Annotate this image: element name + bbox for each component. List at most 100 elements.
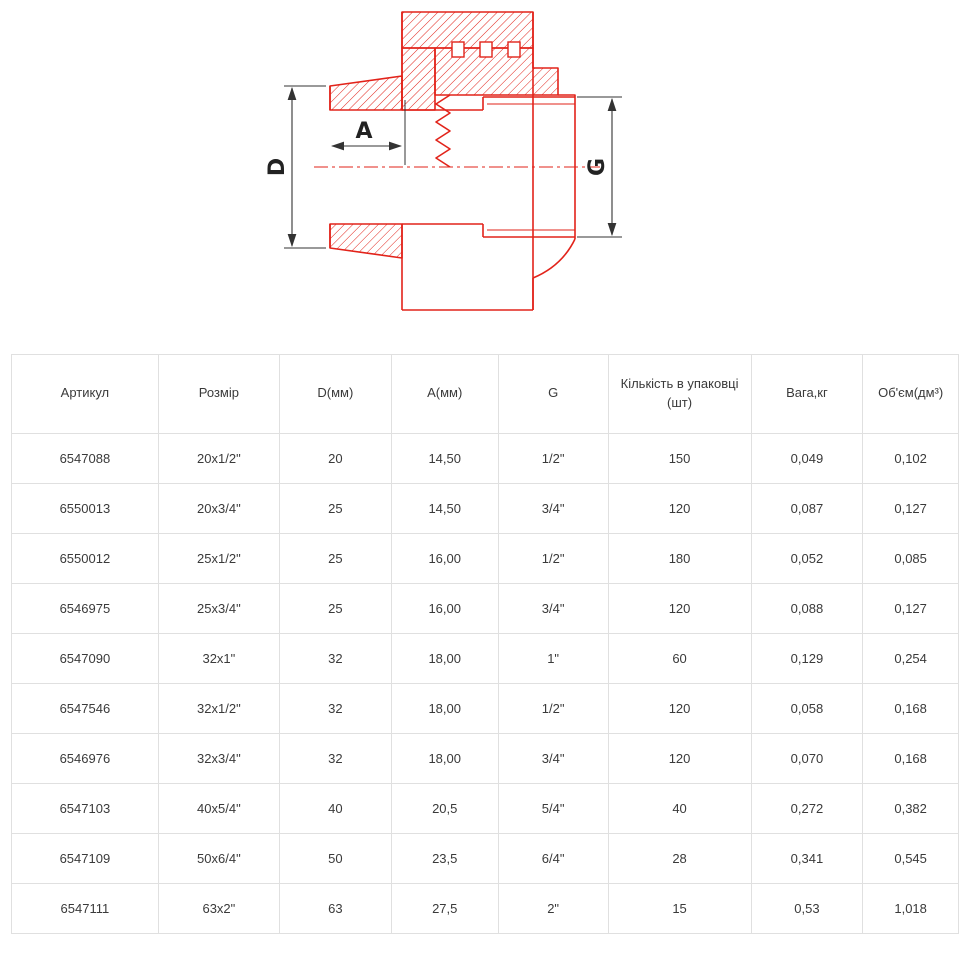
table-cell: 2" — [497, 882, 609, 934]
insert-notch — [451, 41, 465, 58]
table-cell: 32 — [278, 682, 392, 734]
table-cell: 32x1/2" — [157, 682, 280, 734]
table-cell: 16,00 — [390, 582, 499, 634]
table-cell: 23,5 — [390, 832, 499, 884]
table-cell: 18,00 — [390, 682, 499, 734]
table-cell: 40 — [607, 782, 752, 834]
table-cell: 120 — [607, 582, 752, 634]
table-cell: 0,052 — [750, 532, 864, 584]
table-cell: 0,254 — [862, 632, 959, 684]
table-cell: 5/4" — [497, 782, 609, 834]
table-cell: 6547109 — [11, 832, 159, 884]
table-cell: 0,53 — [750, 882, 864, 934]
table-cell: 1" — [497, 632, 609, 684]
table-cell: 1/2" — [497, 432, 609, 484]
table-cell: 0,102 — [862, 432, 959, 484]
table-cell: 6546975 — [11, 582, 159, 634]
hex-right-face — [558, 94, 576, 239]
table-cell: 0,545 — [862, 832, 959, 884]
socket-bore-lines — [402, 109, 483, 225]
thread-root-lines — [487, 103, 575, 231]
table-cell: 0,272 — [750, 782, 864, 834]
fitting-outline — [314, 11, 600, 311]
table-cell: 1,018 — [862, 882, 959, 934]
table-cell: 120 — [607, 482, 752, 534]
insert-notch — [507, 41, 521, 58]
table-cell: 6550013 — [11, 482, 159, 534]
table-cell: 25 — [278, 482, 392, 534]
table-cell: 16,00 — [390, 532, 499, 584]
dimension-label-g: G — [585, 158, 610, 176]
table-cell: 20x1/2" — [157, 432, 280, 484]
spec-table: Артикул Розмір D(мм) A(мм) G Кількість в… — [11, 354, 959, 934]
socket-top-wall-section — [329, 75, 403, 111]
table-cell: 3/4" — [497, 482, 609, 534]
table-cell: 50х6/4" — [157, 832, 280, 884]
dimension-label-d: D — [265, 158, 290, 176]
column-header-d-mm: D(мм) — [278, 354, 392, 434]
table-cell: 20,5 — [390, 782, 499, 834]
table-cell: 20x3/4" — [157, 482, 280, 534]
table-cell: 40x5/4" — [157, 782, 280, 834]
column-header-weight: Вага,кг — [750, 354, 864, 434]
column-header-g: G — [497, 354, 609, 434]
thread-crest-lines — [482, 96, 575, 238]
table-cell: 0,341 — [750, 832, 864, 884]
table-cell: 0,085 — [862, 532, 959, 584]
table-cell: 0,088 — [750, 582, 864, 634]
table-cell: 1/2" — [497, 532, 609, 584]
table-cell: 18,00 — [390, 732, 499, 784]
table-cell: 0,129 — [750, 632, 864, 684]
fitting-drawing-svg: D A G — [265, 11, 622, 311]
table-cell: 25 — [278, 532, 392, 584]
table-cell: 14,50 — [390, 482, 499, 534]
table-cell: 120 — [607, 732, 752, 784]
table-cell: 6550012 — [11, 532, 159, 584]
table-cell: 6/4" — [497, 832, 609, 884]
table-cell: 18,00 — [390, 632, 499, 684]
table-cell: 32x3/4" — [157, 732, 280, 784]
table-cell: 6546976 — [11, 732, 159, 784]
hex-bottom-chamfer-arc — [532, 238, 576, 279]
table-cell: 0,127 — [862, 482, 959, 534]
table-cell: 3/4" — [497, 732, 609, 784]
table-cell: 40 — [278, 782, 392, 834]
dimension-g-extension — [577, 96, 622, 238]
table-header-row: Артикул Розмір D(мм) A(мм) G Кількість в… — [11, 354, 959, 434]
table-cell: 3/4" — [497, 582, 609, 634]
table-cell: 120 — [607, 682, 752, 734]
column-header-volume: Об'єм(дм³) — [862, 354, 959, 434]
insert-notch — [479, 41, 493, 58]
table-cell: 27,5 — [390, 882, 499, 934]
table-cell: 1/2" — [497, 682, 609, 734]
dimensions: D A G — [265, 85, 622, 249]
column-header-article: Артикул — [11, 354, 159, 434]
table-cell: 180 — [607, 532, 752, 584]
table-cell: 50 — [278, 832, 392, 884]
table-cell: 6547090 — [11, 632, 159, 684]
table-cell: 0,049 — [750, 432, 864, 484]
dimension-d-extension — [284, 85, 326, 249]
table-cell: 25x3/4" — [157, 582, 280, 634]
table-cell: 60 — [607, 632, 752, 684]
table-cell: 25 — [278, 582, 392, 634]
table-cell: 15 — [607, 882, 752, 934]
table-cell: 0,168 — [862, 732, 959, 784]
dimension-label-a: A — [355, 119, 372, 144]
table-cell: 63x2" — [157, 882, 280, 934]
table-cell: 0,070 — [750, 732, 864, 784]
table-cell: 0,382 — [862, 782, 959, 834]
body-bottom-outline — [402, 278, 534, 311]
table-cell: 14,50 — [390, 432, 499, 484]
table-cell: 6547088 — [11, 432, 159, 484]
